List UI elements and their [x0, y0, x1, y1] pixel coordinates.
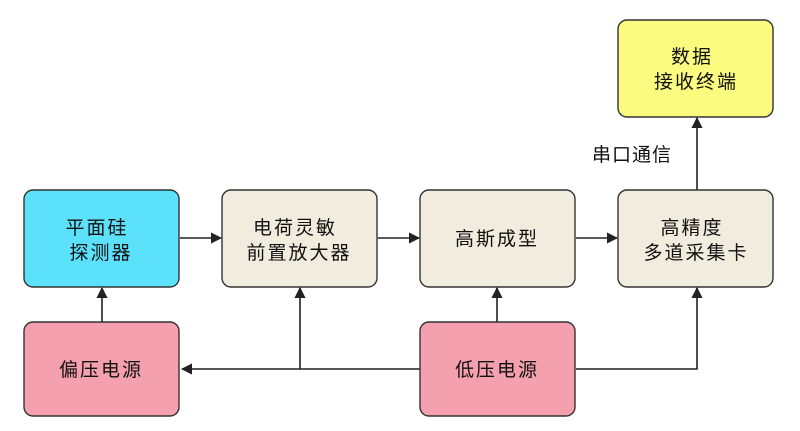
svg-text:电荷灵敏 前置放大器: 电荷灵敏 前置放大器 [246, 217, 351, 264]
edge-lowvolt-to-mca [576, 286, 703, 370]
node-detector-box [23, 189, 180, 288]
node-terminal-box [617, 19, 774, 118]
node-lowvolt-label: 低压电源 [455, 359, 539, 381]
node-preamp-label-2: 前置放大器 [246, 242, 351, 264]
node-bias-supply: 偏压电源 [23, 321, 180, 417]
node-terminal-label-2: 接收终端 [654, 71, 738, 93]
svg-text:数据 接收终端: 数据 接收终端 [654, 46, 738, 93]
node-detector-label-2: 探测器 [69, 242, 132, 264]
node-preamp-box [221, 189, 378, 288]
node-shaping-label: 高斯成型 [455, 228, 539, 250]
node-detector: 平面硅 探测器 [23, 189, 180, 288]
node-preamp-label-1: 电荷灵敏 [253, 217, 337, 239]
node-mca: 高精度 多道采集卡 [617, 189, 774, 288]
node-lowvolt-box [419, 321, 576, 417]
node-low-voltage-supply: 低压电源 [419, 321, 576, 417]
node-shaping: 高斯成型 [419, 189, 576, 288]
node-terminal: 数据 接收终端 [617, 19, 774, 118]
svg-text:高精度 多道采集卡: 高精度 多道采集卡 [643, 217, 748, 264]
node-bias-label: 偏压电源 [59, 359, 143, 381]
node-shaping-box [419, 189, 576, 288]
node-mca-label-2: 多道采集卡 [643, 242, 748, 264]
node-preamp: 电荷灵敏 前置放大器 [221, 189, 378, 288]
node-mca-label-1: 高精度 [660, 217, 723, 239]
svg-text:平面硅 探测器: 平面硅 探测器 [65, 217, 136, 264]
node-terminal-label-1: 数据 [671, 46, 713, 68]
node-detector-label-1: 平面硅 [65, 217, 128, 239]
node-mca-box [617, 189, 774, 288]
serial-comm-label: 串口通信 [592, 144, 672, 166]
node-bias-box [23, 321, 180, 417]
connectors [96, 116, 703, 375]
